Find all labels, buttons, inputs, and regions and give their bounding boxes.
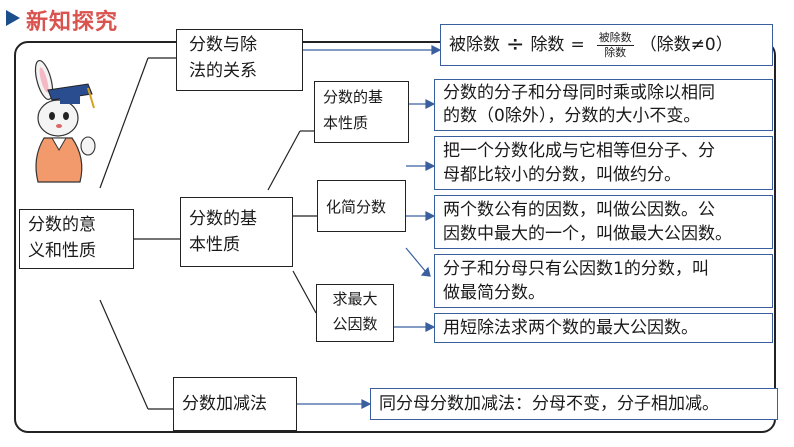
node-sub-basic: 分数的基 本性质: [314, 81, 409, 143]
fraction-denominator: 除数: [604, 45, 627, 59]
node-relation-line2: 法的关系: [189, 61, 257, 81]
arrow-icon: [361, 399, 372, 409]
formula-dividend: 被除数: [449, 35, 500, 55]
node-root-line2: 义和性质: [28, 241, 96, 261]
node-gcd-line2: 公因数: [332, 315, 378, 333]
node-basic-line2: 本性质: [189, 235, 240, 255]
fraction-numerator: 被除数: [596, 30, 634, 46]
link-root-addsub: [99, 299, 149, 410]
page-title: 新知探究: [26, 10, 119, 35]
desc-basic-line2: 的数（0除外），分数的大小不变。: [443, 106, 701, 126]
node-relation: 分数与除 法的关系: [176, 29, 303, 91]
node-basic-property: 分数的基 本性质: [180, 197, 293, 267]
formula-box: 被除数 ÷ 除数 = 被除数 除数 （除数≠0）: [440, 24, 773, 66]
formula-fraction: 被除数 除数: [596, 30, 634, 60]
desc-simplify-2-line1: 两个数公有的因数，叫做公因数。公: [443, 200, 715, 220]
desc-simplify-3-line1: 分子和分母只有公因数1的分数，叫: [443, 259, 709, 279]
desc-simplify-3: 分子和分母只有公因数1的分数，叫 做最简分数。: [434, 254, 773, 308]
arrow-icon: [420, 266, 431, 277]
division-formula: 被除数 ÷ 除数 = 被除数 除数 （除数≠0）: [449, 25, 764, 65]
desc-addsub-text: 同分母分数加减法：分母不变，分子相加减。: [379, 394, 719, 414]
link-root-relation: [99, 57, 149, 189]
arrow-icon: [425, 161, 436, 171]
arrow-icon: [425, 99, 436, 109]
formula-divide-sign: ÷: [506, 32, 525, 57]
formula-condition: （除数≠0）: [639, 35, 733, 55]
arrow-icon: [431, 45, 442, 55]
node-basic-line1: 分数的基: [189, 209, 257, 229]
desc-gcd: 用短除法求两个数的最大公因数。: [434, 313, 773, 343]
desc-basic-property: 分数的分子和分母同时乘或除以相同 的数（0除外），分数的大小不变。: [434, 79, 773, 131]
link-basic-sub: [267, 130, 301, 191]
arrow-icon: [425, 211, 436, 221]
node-gcd-line1: 求最大: [332, 290, 378, 308]
node-addsub: 分数加减法: [173, 377, 297, 431]
diagram-frame: [14, 41, 776, 433]
node-addsub-label: 分数加减法: [182, 394, 267, 414]
header-triangle-icon: [6, 10, 20, 26]
node-sub-basic-line1: 分数的基: [323, 88, 384, 106]
node-gcd: 求最大 公因数: [316, 284, 394, 342]
node-root-line1: 分数的意: [28, 215, 96, 235]
formula-divisor: 除数: [530, 35, 565, 55]
desc-simplify-1-line1: 把一个分数化成与它相等但分子、分: [443, 141, 715, 161]
formula-equals: =: [570, 35, 585, 55]
desc-simplify-1: 把一个分数化成与它相等但分子、分 母都比较小的分数，叫做约分。: [434, 136, 773, 190]
link-basic-gcd: [292, 270, 317, 314]
desc-simplify-3-line2: 做最简分数。: [443, 283, 545, 303]
desc-basic-line1: 分数的分子和分母同时乘或除以相同: [443, 83, 715, 103]
node-sub-basic-line2: 本性质: [323, 114, 369, 132]
desc-simplify-2-line2: 因数中最大的一个，叫做最大公因数。: [443, 224, 732, 244]
desc-simplify-2: 两个数公有的因数，叫做公因数。公 因数中最大的一个，叫做最大公因数。: [434, 195, 773, 249]
node-simplify-label: 化简分数: [326, 198, 387, 216]
node-relation-line1: 分数与除: [189, 35, 257, 55]
desc-addsub: 同分母分数加减法：分母不变，分子相加减。: [370, 388, 778, 420]
node-simplify: 化简分数: [317, 180, 406, 232]
desc-gcd-text: 用短除法求两个数的最大公因数。: [443, 318, 698, 338]
arrow-icon: [425, 322, 436, 332]
node-root: 分数的意 义和性质: [19, 209, 134, 269]
desc-simplify-1-line2: 母都比较小的分数，叫做约分。: [443, 165, 681, 185]
rabbit-mascot-icon: [34, 59, 96, 183]
